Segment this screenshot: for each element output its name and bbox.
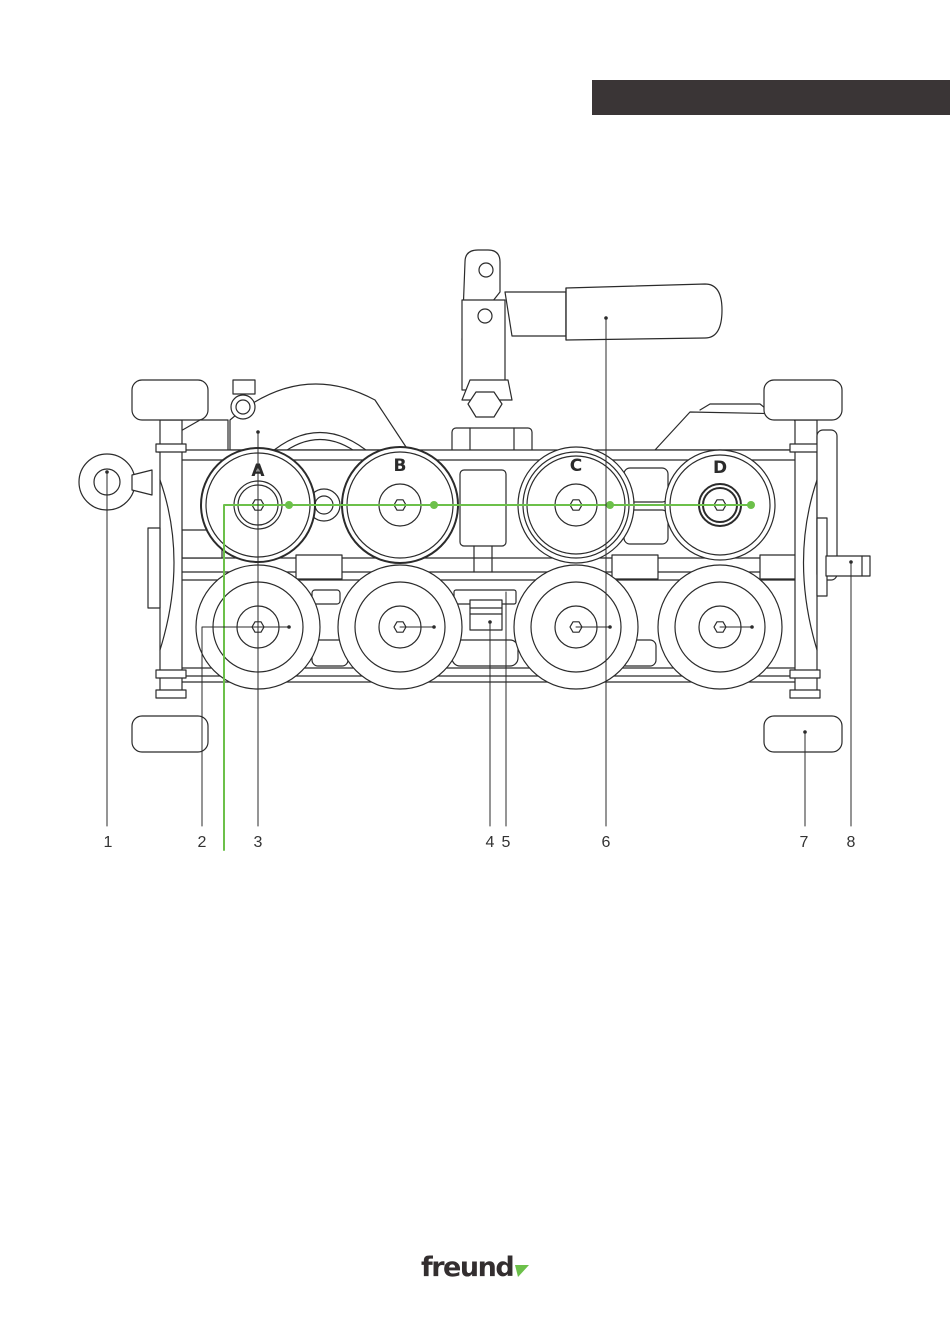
logo-arrow-icon (515, 1265, 529, 1277)
callout-6: 6 (602, 834, 611, 852)
logo-text: freund (421, 1252, 513, 1283)
callout-2: 2 (198, 834, 207, 852)
callout-7: 7 (800, 834, 809, 852)
callout-4: 4 (486, 834, 495, 852)
callout-8: 8 (847, 834, 856, 852)
callout-3: 3 (254, 834, 263, 852)
roller-letter-D: D (713, 458, 727, 478)
freund-logo: freund (421, 1250, 529, 1284)
roller-letter-C: C (570, 456, 582, 476)
callout-1: 1 (104, 834, 113, 852)
roller-letter-B: B (394, 456, 407, 476)
callout-5: 5 (502, 834, 511, 852)
